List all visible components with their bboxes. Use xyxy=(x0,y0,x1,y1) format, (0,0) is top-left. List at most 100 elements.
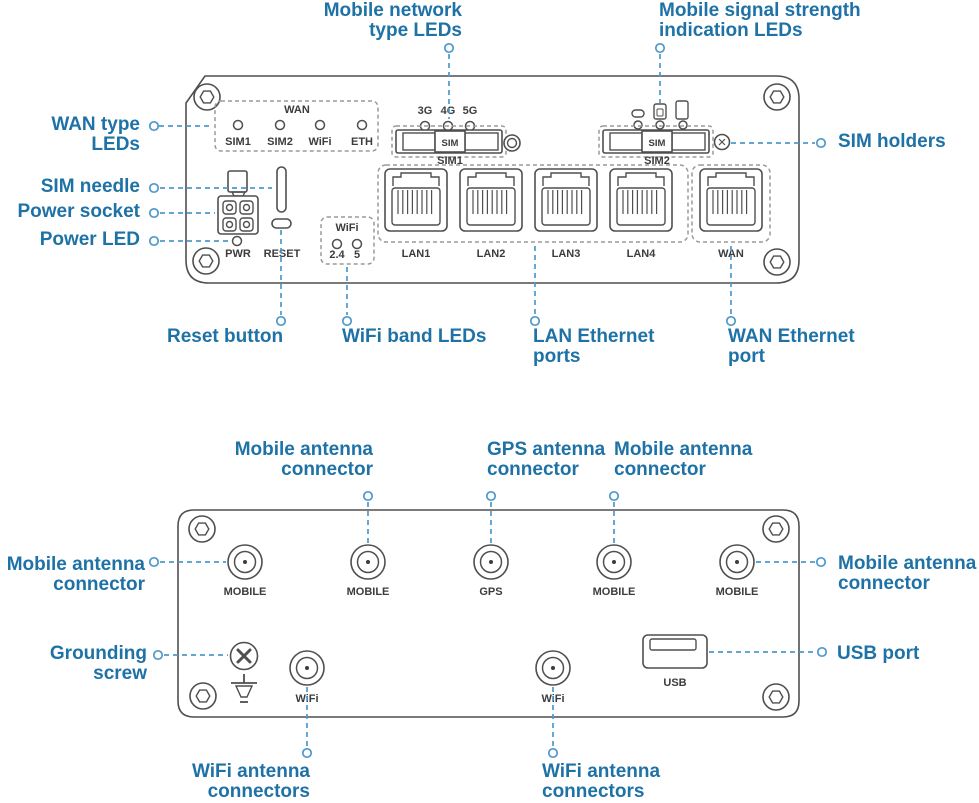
callout-sim-holders: SIM holders xyxy=(838,131,946,152)
sim1-label: SIM1 xyxy=(437,155,463,167)
grounding-screw-icon xyxy=(229,641,259,671)
lan1-port xyxy=(384,168,448,232)
callout-wifi-antenna-left: WiFi antenna connectors xyxy=(191,761,310,802)
signal-strength-led-group xyxy=(631,100,689,130)
led-4g-label: 4G xyxy=(441,105,456,117)
leader-wifi-right xyxy=(547,687,559,759)
callout-wan-ethernet-port: WAN Ethernet port xyxy=(728,326,855,367)
wifi-5-led xyxy=(351,238,363,250)
callout-mobile-antenna-top-right: Mobile antenna connector xyxy=(614,439,753,480)
leader-mobile-network xyxy=(443,42,455,119)
signal-led-3 xyxy=(678,120,688,130)
wan-wifi-led-label: WiFi xyxy=(308,136,331,148)
wan-sim2-led xyxy=(274,119,286,131)
wifi-band-led-group: WiFi 2.4 5 xyxy=(320,216,375,265)
leader-wan-type xyxy=(148,120,212,132)
signal-bar-small xyxy=(631,109,645,118)
lan3-label: LAN3 xyxy=(552,248,581,260)
leader-sim-holders xyxy=(731,137,827,149)
callout-wifi-antenna-right: WiFi antenna connectors xyxy=(542,761,661,802)
callout-mobile-antenna-left: Mobile antenna connector xyxy=(6,554,145,595)
callout-gps-antenna: GPS antenna connector xyxy=(487,439,606,480)
corner-screw-icon xyxy=(192,247,220,275)
sim1-holder: SIM SIM1 xyxy=(391,125,507,167)
sim2-holder: SIM SIM2 xyxy=(598,125,714,167)
gps-antenna-connector xyxy=(473,544,509,580)
callout-usb-port: USB port xyxy=(837,643,920,664)
ethernet-ports: LAN1 LAN2 LAN3 LAN4 WAN xyxy=(377,164,771,260)
callout-grounding-screw: Grounding screw xyxy=(49,643,147,684)
callout-wifi-band-leds: WiFi band LEDs xyxy=(342,326,487,347)
mobile1-label: MOBILE xyxy=(224,586,267,598)
leader-wan-port xyxy=(725,246,737,327)
mobile4-label: MOBILE xyxy=(716,586,759,598)
callout-mobile-antenna-right: Mobile antenna connector xyxy=(838,553,977,594)
usb-label: USB xyxy=(663,677,686,689)
sim-holder-screw-icon xyxy=(713,133,731,151)
leader-mobile-top-left xyxy=(362,490,374,546)
sim2-tray-label: SIM xyxy=(649,138,666,149)
power-socket xyxy=(217,170,259,235)
wan-sim1-led xyxy=(232,119,244,131)
corner-screw-icon xyxy=(193,83,221,111)
leader-lines xyxy=(148,42,828,759)
power-led xyxy=(231,235,243,247)
wan-sim2-led-label: SIM2 xyxy=(267,136,293,148)
wifi-antenna-connector xyxy=(535,650,571,686)
leader-gps xyxy=(485,490,497,546)
leader-grounding xyxy=(152,649,228,661)
callout-power-led: Power LED xyxy=(39,229,140,250)
callout-reset-button: Reset button xyxy=(167,326,284,347)
wifi-5-label: 5 xyxy=(354,249,360,261)
callout-wan-type-leds: WAN type LEDs xyxy=(51,114,140,155)
signal-led-2 xyxy=(655,120,665,130)
leader-mobile-signal xyxy=(654,42,666,103)
mobile-antenna-connector xyxy=(719,544,755,580)
pwr-label: PWR xyxy=(225,248,251,260)
reset-button-pill xyxy=(271,218,292,229)
corner-screw-icon xyxy=(763,248,791,276)
wifi-group-label: WiFi xyxy=(335,222,358,234)
lan4-label: LAN4 xyxy=(627,248,657,260)
wan-sim1-led-label: SIM1 xyxy=(225,136,251,148)
leader-wifi-left xyxy=(301,687,313,759)
leader-power-socket xyxy=(148,207,215,219)
panel-screw-icon xyxy=(503,134,521,152)
corner-screw-icon xyxy=(188,515,216,543)
signal-bar-large xyxy=(675,100,689,120)
sim-needle xyxy=(276,166,287,213)
usb-port: USB xyxy=(642,634,708,689)
wan-port-label: WAN xyxy=(718,248,744,260)
lan2-port xyxy=(459,168,523,232)
corner-screw-icon xyxy=(762,683,790,711)
callout-mobile-network-type-leds: Mobile network type LEDs xyxy=(323,0,462,41)
front-panel: WAN SIM1 SIM2 WiFi ETH 3G 4G 5G xyxy=(185,75,800,284)
sim2-label: SIM2 xyxy=(644,155,670,167)
back-panel: MOBILE MOBILE GPS MOBILE MOBILE WiFi WiF… xyxy=(177,509,800,718)
mobile-antenna-connector xyxy=(350,544,386,580)
wan-eth-led-label: ETH xyxy=(351,136,373,148)
lan2-label: LAN2 xyxy=(477,248,506,260)
signal-led-1 xyxy=(633,120,643,130)
wifi-24-label: 2.4 xyxy=(329,249,345,261)
reset-label: RESET xyxy=(264,248,301,260)
leader-mobile-right xyxy=(756,556,827,568)
gps-label: GPS xyxy=(479,586,502,598)
leader-usb xyxy=(709,646,828,658)
lan4-port xyxy=(609,168,673,232)
leader-mobile-top-right xyxy=(608,490,620,546)
sim1-tray-label: SIM xyxy=(442,138,459,149)
leader-lan-ports xyxy=(529,246,541,327)
back-panel-outline xyxy=(177,509,800,718)
lan1-label: LAN1 xyxy=(402,248,431,260)
callout-sim-needle: SIM needle xyxy=(40,176,140,197)
corner-screw-icon xyxy=(763,83,791,111)
wan-group-label: WAN xyxy=(284,104,310,116)
leader-sim-needle xyxy=(148,182,272,194)
corner-screw-icon xyxy=(189,682,217,710)
callout-mobile-antenna-top-left: Mobile antenna connector xyxy=(234,439,373,480)
signal-bar-medium xyxy=(653,103,667,120)
mobile2-label: MOBILE xyxy=(347,586,390,598)
led-5g-label: 5G xyxy=(463,105,478,117)
